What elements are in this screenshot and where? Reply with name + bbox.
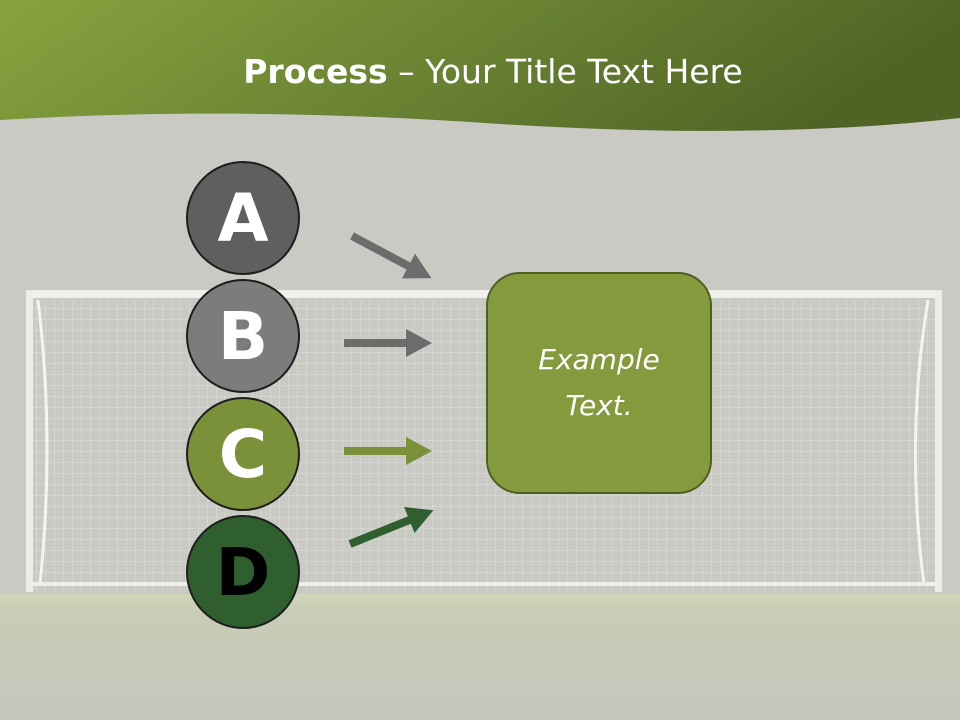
arrow-a-icon	[350, 232, 432, 279]
step-a-circle: A	[186, 161, 300, 275]
step-b-letter: B	[217, 297, 269, 375]
goal-net	[26, 290, 942, 592]
step-d-letter: D	[215, 533, 271, 611]
arrow-c-icon	[344, 437, 432, 465]
step-a-letter: A	[217, 179, 269, 257]
step-d-circle: D	[186, 515, 300, 629]
header-banner	[0, 0, 960, 131]
target-box-text: Example Text.	[538, 343, 660, 422]
target-box: Example Text.	[486, 272, 712, 494]
step-c-letter: C	[218, 415, 268, 493]
step-c-circle: C	[186, 397, 300, 511]
arrow-b-icon	[344, 329, 432, 357]
arrow-d-icon	[348, 507, 434, 548]
slide-title: Process – Your Title Text Here	[0, 52, 960, 91]
title-rest: – Your Title Text Here	[387, 52, 743, 91]
title-bold: Process	[243, 52, 388, 91]
step-b-circle: B	[186, 279, 300, 393]
